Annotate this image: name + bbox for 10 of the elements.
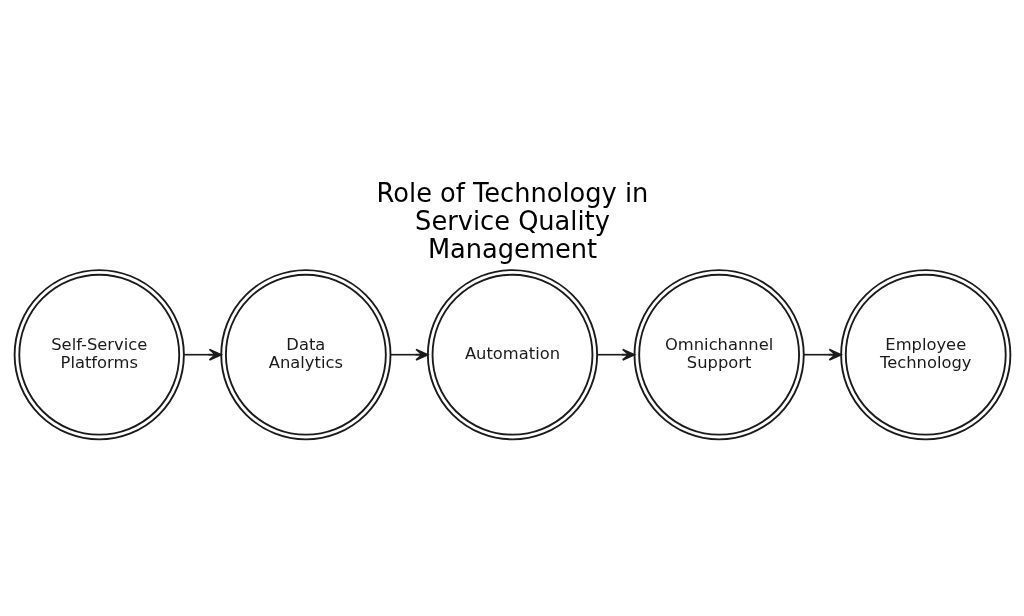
arrow xyxy=(802,348,842,361)
node-circle: Self-Service Platforms xyxy=(13,269,185,441)
arrow xyxy=(389,348,429,361)
arrow xyxy=(596,348,635,361)
node-circle: Employee Technology xyxy=(839,269,1011,441)
node-circle: Automation xyxy=(426,269,598,441)
node-circle: Data Analytics xyxy=(219,269,391,441)
node-circle: Omnichannel Support xyxy=(633,269,805,441)
diagram-title: Role of Technology in Service Quality Management xyxy=(376,177,648,264)
arrow xyxy=(182,348,222,361)
